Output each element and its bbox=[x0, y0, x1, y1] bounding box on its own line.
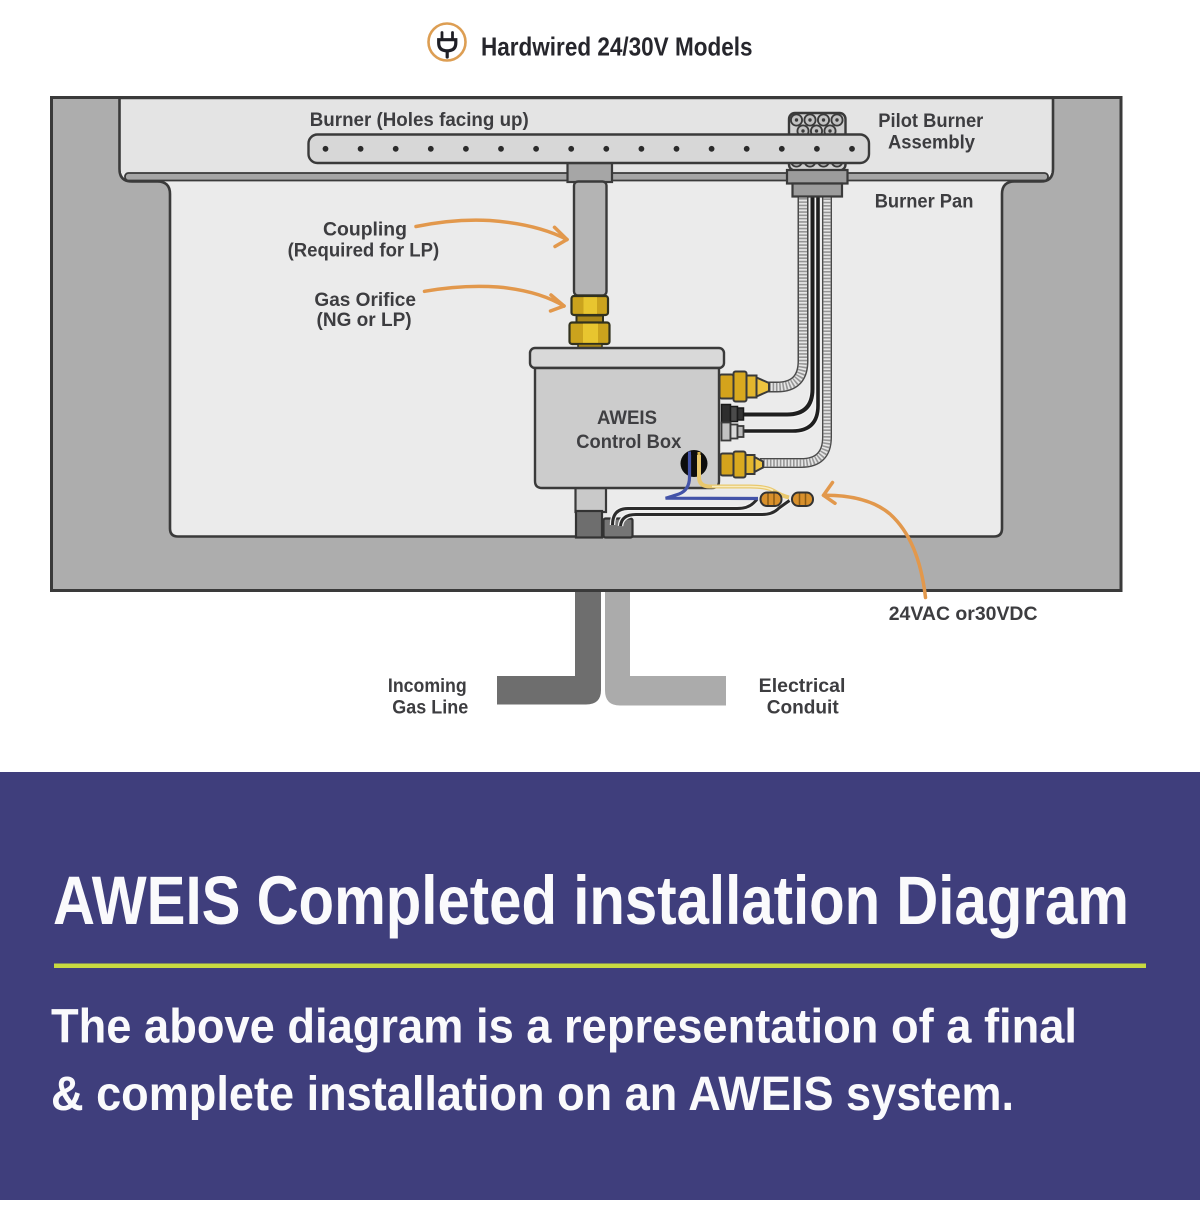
svg-text:The above diagram is a represe: The above diagram is a representation of… bbox=[51, 1001, 1077, 1054]
svg-text:Coupling: Coupling bbox=[323, 220, 407, 241]
svg-text:AWEIS Completed installation D: AWEIS Completed installation Diagram bbox=[53, 862, 1129, 939]
svg-text:(NG or LP): (NG or LP) bbox=[317, 310, 412, 331]
svg-text:Incoming: Incoming bbox=[388, 676, 467, 697]
svg-text:Burner Pan: Burner Pan bbox=[875, 192, 974, 213]
svg-text:Electrical: Electrical bbox=[759, 676, 846, 697]
svg-text:24VAC or30VDC: 24VAC or30VDC bbox=[889, 604, 1038, 625]
svg-text:AWEIS: AWEIS bbox=[597, 408, 657, 429]
svg-text:Conduit: Conduit bbox=[767, 697, 840, 718]
svg-text:Pilot Burner: Pilot Burner bbox=[878, 111, 984, 132]
svg-text:Burner (Holes facing up): Burner (Holes facing up) bbox=[310, 110, 529, 131]
svg-text:Gas Line: Gas Line bbox=[392, 697, 468, 718]
svg-text:(Required for LP): (Required for LP) bbox=[288, 241, 440, 262]
svg-text:Control Box: Control Box bbox=[576, 432, 681, 453]
svg-text:Gas Orifice: Gas Orifice bbox=[314, 290, 416, 311]
svg-text:& complete installation on an: & complete installation on an AWEIS syst… bbox=[51, 1068, 1014, 1121]
svg-text:Assembly: Assembly bbox=[888, 133, 975, 154]
svg-text:Hardwired 24/30V Models: Hardwired 24/30V Models bbox=[481, 32, 753, 62]
